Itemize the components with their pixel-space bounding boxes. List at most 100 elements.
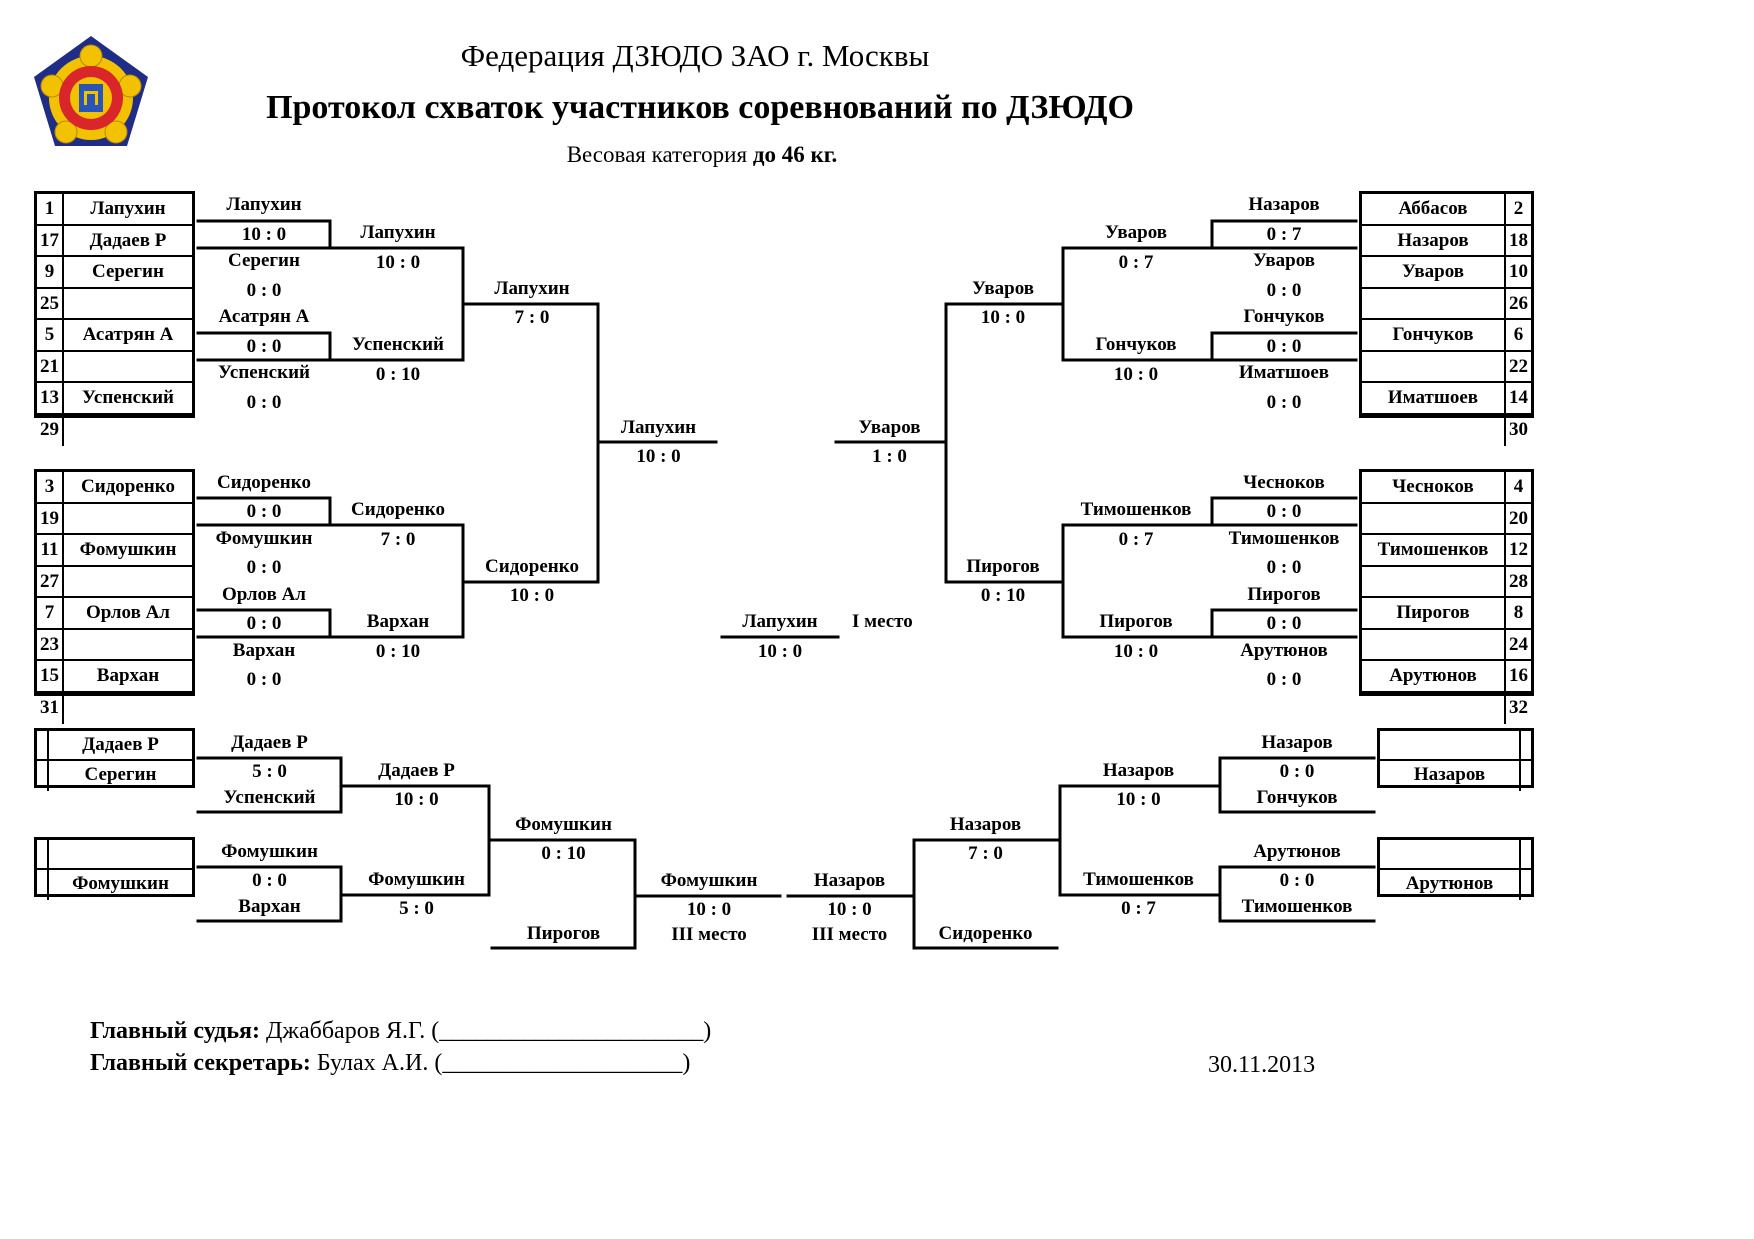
match-score: 0 : 0	[1266, 336, 1302, 357]
match-winner: Арутюнов	[1240, 640, 1328, 661]
repechage-winner: Фомушкин	[221, 841, 318, 862]
seed-name: Уваров	[1401, 261, 1464, 282]
final-winner: Лапухин	[742, 611, 818, 632]
federation-name: Федерация ДЗЮДО ЗАО г. Москвы	[460, 38, 930, 73]
match-score: 0 : 7	[1266, 224, 1302, 245]
seed-name: Иматшоев	[1387, 387, 1479, 408]
match-score: 10 : 0	[1113, 364, 1159, 385]
match-winner: Назаров	[1248, 194, 1320, 215]
repechage-loser: Гончуков	[1256, 787, 1338, 808]
repechage-name: Серегин	[84, 764, 157, 785]
seed-number: 19	[37, 503, 64, 533]
repechage-name: Назаров	[1413, 764, 1486, 785]
seed-number: 14	[1504, 383, 1531, 413]
page-title: Протокол схваток участников соревнований…	[266, 89, 1134, 126]
match-score: 10 : 0	[509, 585, 555, 606]
match-winner: Тимошенков	[1228, 528, 1340, 549]
seed-number: 11	[37, 535, 64, 565]
repechage-score: 5 : 0	[252, 761, 287, 782]
match-score: 0 : 0	[1266, 392, 1302, 413]
seed-number: 29	[37, 414, 64, 446]
seed-name: Чесноков	[1392, 476, 1474, 497]
seed-name: Арутюнов	[1389, 665, 1477, 686]
seed-number: 22	[1504, 351, 1531, 381]
match-score: 10 : 0	[375, 252, 421, 273]
match-score: 10 : 0	[1113, 641, 1159, 662]
match-score: 0 : 0	[1266, 669, 1302, 690]
match-winner: Серегин	[228, 250, 300, 271]
protocol-date: 30.11.2013	[1208, 1052, 1316, 1078]
seed-number: 13	[37, 383, 64, 413]
match-score: 0 : 0	[246, 557, 282, 578]
match-score: 0 : 7	[1118, 529, 1154, 550]
repechage-score: 7 : 0	[968, 843, 1003, 864]
repechage-box-right-b: Арутюнов	[1377, 837, 1534, 900]
semifinal-winner: Уваров	[858, 417, 921, 438]
match-score: 10 : 0	[241, 224, 287, 245]
match-score: 0 : 0	[1266, 613, 1302, 634]
seed-number: 32	[1504, 692, 1531, 724]
seed-name: Дадаев Р	[89, 229, 167, 251]
seed-number: 2	[1504, 194, 1531, 224]
seed-name: Успенский	[82, 387, 174, 408]
chief-judge-name: Джаббаров Я.Г. (______________________)	[260, 1018, 712, 1044]
repechage-loser: Успенский	[223, 787, 316, 808]
match-winner: Уваров	[971, 278, 1034, 299]
repechage-winner: Фомушкин	[515, 814, 612, 835]
seed-number: 31	[37, 692, 64, 724]
match-score: 0 : 10	[980, 585, 1026, 606]
seed-number: 15	[37, 661, 64, 691]
repechage-winner: Назаров	[1102, 760, 1175, 781]
seed-number: 4	[1504, 472, 1531, 502]
match-winner: Гончуков	[1243, 306, 1325, 327]
repechage-winner: Фомушкин	[368, 869, 465, 890]
match-score: 0 : 0	[246, 336, 282, 357]
match-score: 0 : 0	[1266, 501, 1302, 522]
repechage-winner: Назаров	[949, 814, 1022, 835]
repechage-score: 0 : 7	[1121, 898, 1156, 919]
seed-name: Назаров	[1397, 229, 1469, 251]
match-winner: Лапухин	[226, 194, 302, 215]
seed-number: 3	[37, 472, 64, 502]
repechage-winner: Арутюнов	[1253, 841, 1341, 862]
semifinal-score: 10 : 0	[636, 446, 681, 467]
seed-name: Лапухин	[90, 198, 166, 219]
seed-name: Гончуков	[1392, 324, 1474, 345]
match-score: 0 : 0	[246, 280, 282, 301]
match-winner: Орлов Ал	[222, 584, 306, 605]
seed-number: 9	[37, 257, 64, 287]
repechage-box-left-a: Дадаев Р Серегин	[34, 728, 195, 791]
seed-name: Тимошенков	[1377, 539, 1489, 560]
match-score: 0 : 0	[246, 669, 282, 690]
federation-emblem-icon	[34, 36, 148, 146]
match-score: 7 : 0	[380, 529, 416, 550]
semifinal-score: 1 : 0	[872, 446, 907, 467]
weight-value: до 46 кг.	[752, 142, 838, 167]
match-score: 0 : 0	[1266, 557, 1302, 578]
semifinal-winner: Лапухин	[620, 417, 697, 438]
seed-name: Вархан	[96, 665, 160, 686]
repechage-winner: Дадаев Р	[378, 760, 455, 781]
seed-number: 17	[37, 225, 64, 255]
repechage-score: 0 : 0	[1279, 761, 1315, 782]
match-score: 0 : 0	[1266, 280, 1302, 301]
third-place-label: III место	[811, 924, 888, 945]
seed-number: 28	[1504, 566, 1531, 596]
bronze-score: 10 : 0	[827, 899, 872, 920]
chief-secretary-name: Булах А.И. (____________________)	[310, 1050, 691, 1076]
match-winner: Фомушкин	[215, 528, 313, 549]
seed-number: 20	[1504, 503, 1531, 533]
match-score: 0 : 10	[375, 364, 421, 385]
repechage-box-right-a: Назаров	[1377, 728, 1534, 791]
seed-name: Пирогов	[1396, 602, 1470, 623]
repechage-score: 5 : 0	[399, 898, 434, 919]
match-score: 0 : 0	[246, 392, 282, 413]
match-score: 0 : 10	[375, 641, 421, 662]
match-score: 10 : 0	[980, 307, 1026, 328]
seed-number: 30	[1504, 414, 1531, 446]
seed-number: 24	[1504, 629, 1531, 659]
seed-number: 26	[1504, 288, 1531, 318]
match-winner: Лапухин	[494, 278, 570, 299]
